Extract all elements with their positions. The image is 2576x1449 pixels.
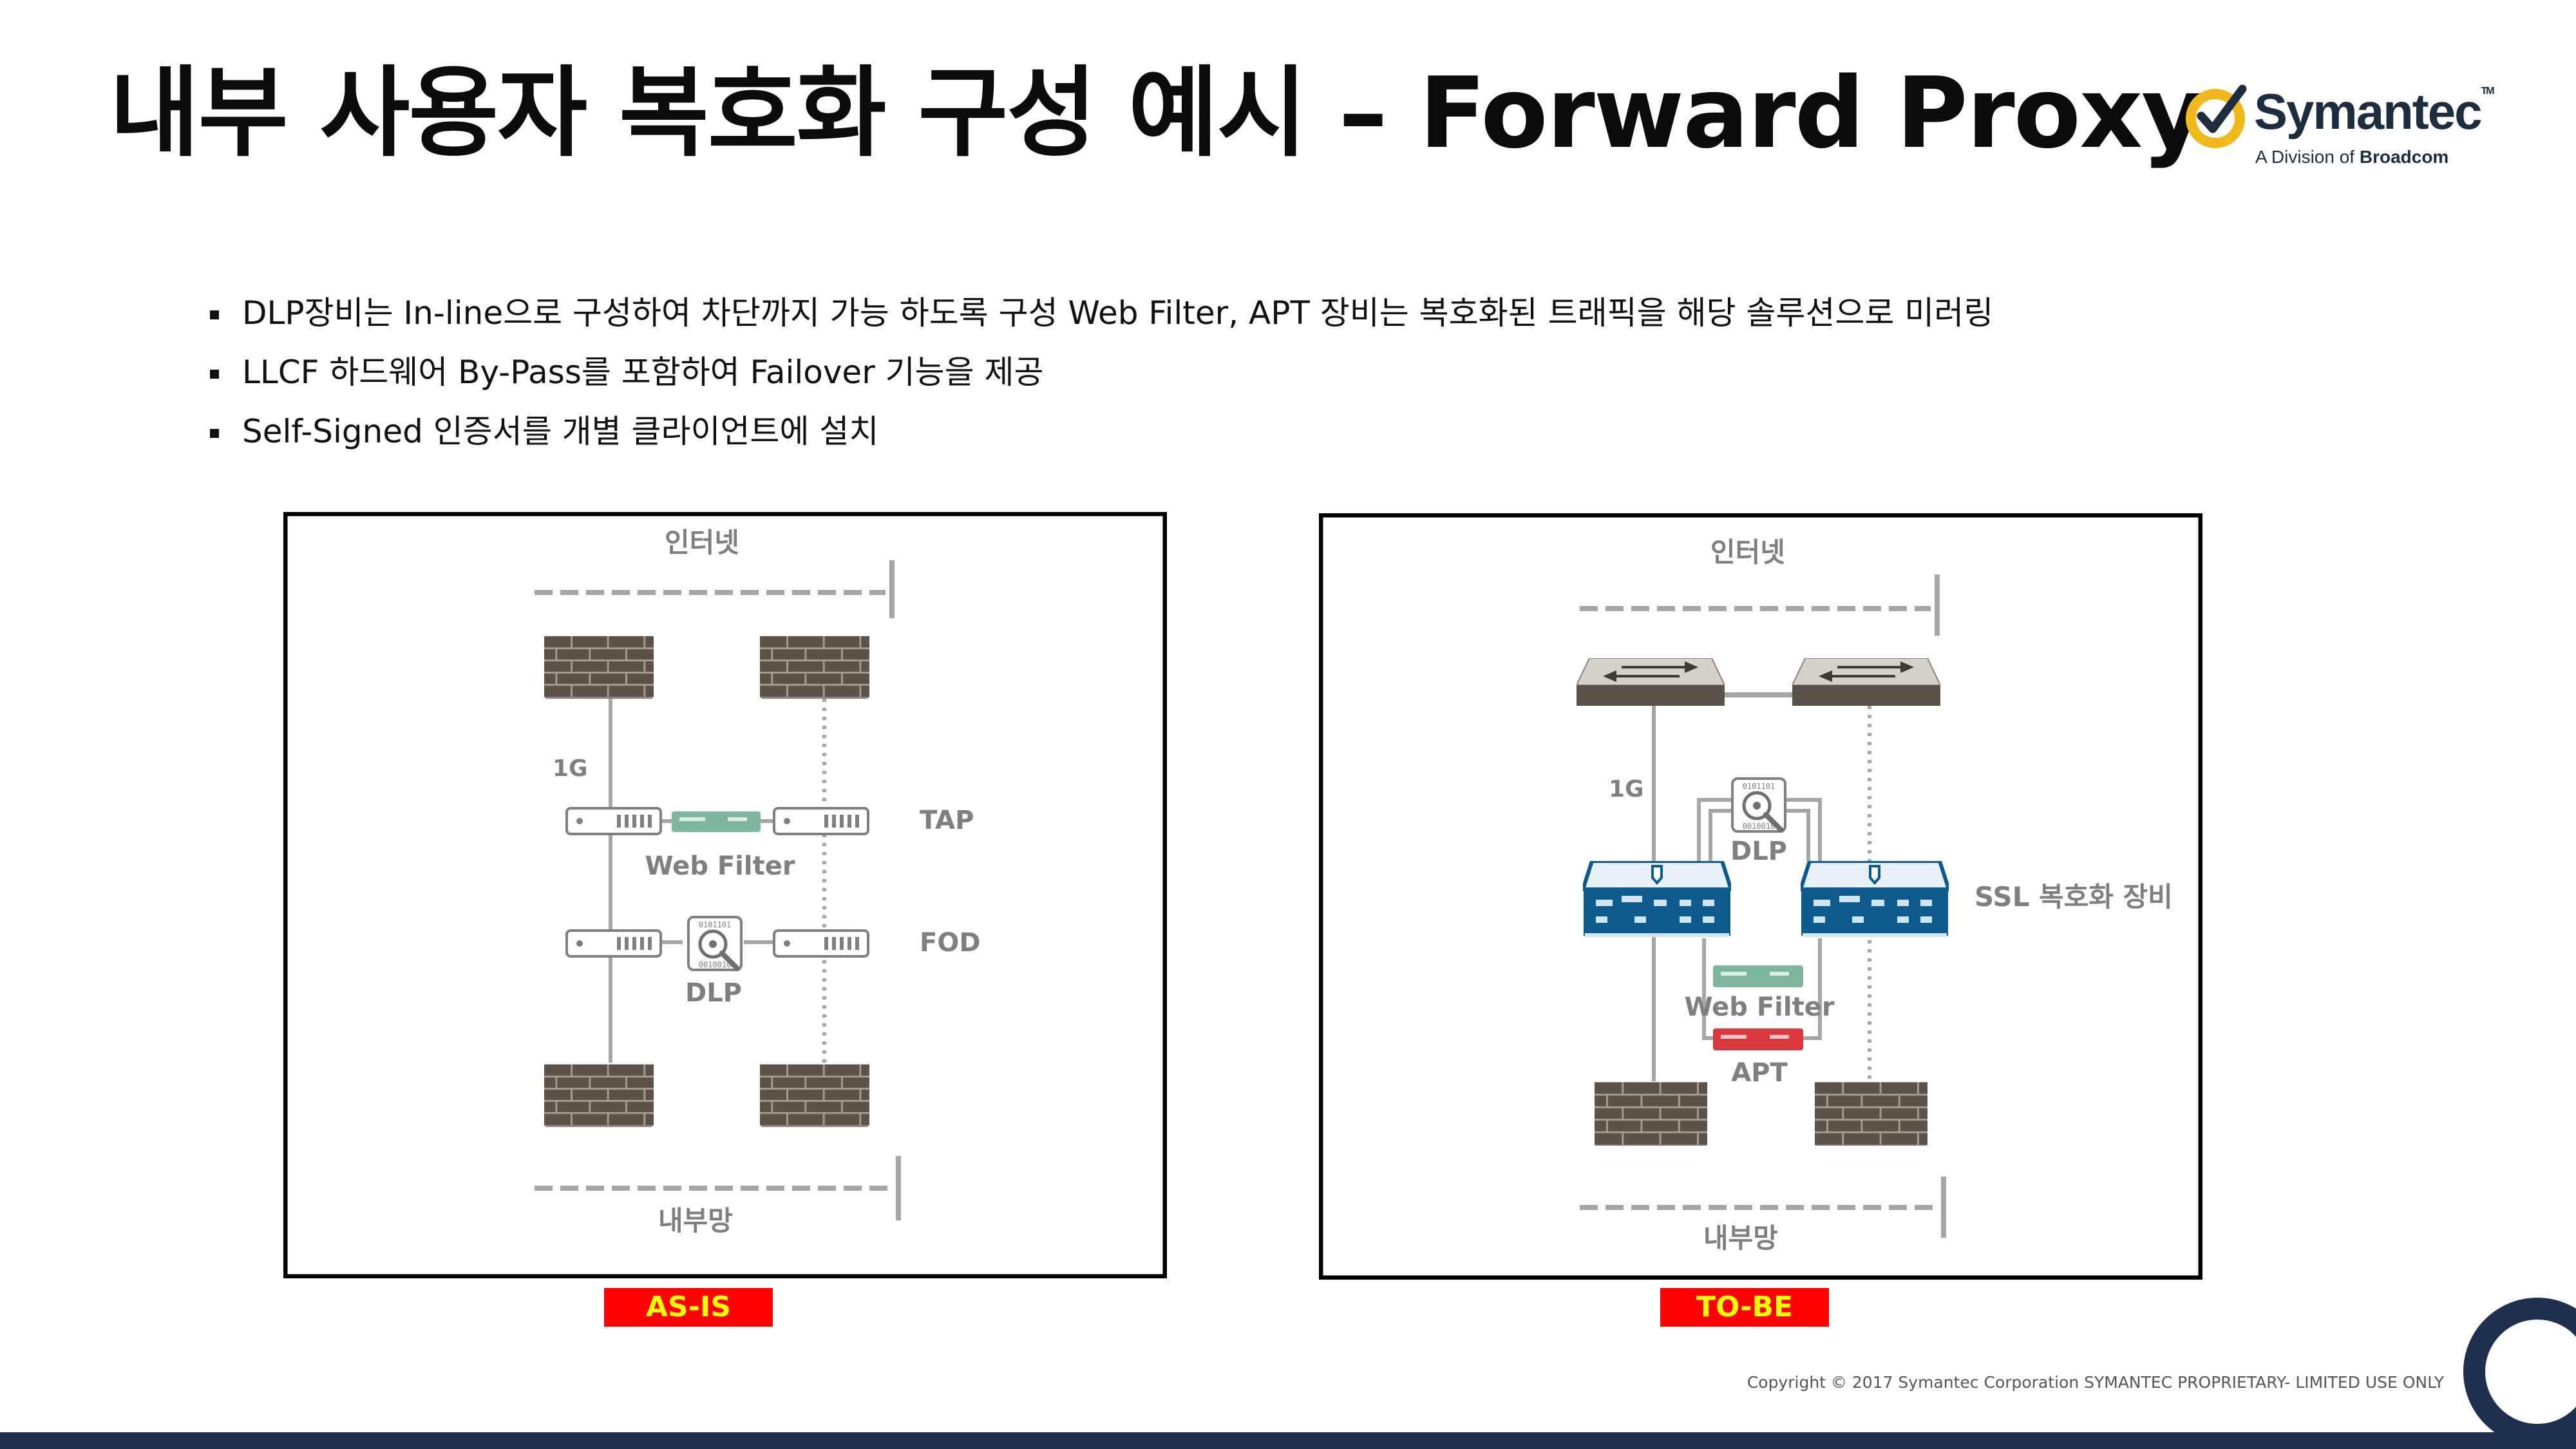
bullet-list: DLP장비는 In-line으로 구성하여 차단까지 가능 하도록 구성 Web… — [206, 293, 2048, 471]
page-title: 내부 사용자 복호화 구성 예시 – Forward Proxy — [109, 56, 2205, 170]
web-filter-device-icon — [1713, 965, 1803, 987]
to-be-diagram: 인터넷 1G DLP SSL 복호화 장비 Web Filter APT 내부망 — [1319, 513, 2202, 1280]
to-be-frame — [1319, 513, 2202, 1280]
symantec-logo: SymantecTM A Division of Broadcom — [2183, 82, 2495, 179]
dlp-label: DLP — [1730, 837, 1787, 866]
ssl-device-label: SSL 복호화 장비 — [1975, 881, 2173, 913]
firewall-icon — [760, 1063, 869, 1127]
bullet-item: LLCF 하드웨어 By-Pass를 포함하여 Failover 기능을 제공 — [206, 352, 2048, 392]
tap-device-icon — [565, 807, 662, 835]
fod-device-icon — [565, 929, 662, 958]
corner-ring-decoration — [2463, 1298, 2576, 1446]
fod-label: FOD — [920, 928, 981, 958]
as-is-diagram: 0101101 0010010 인터넷 1G TAP Web Filter FO… — [283, 512, 1167, 1278]
apt-device-icon — [1713, 1028, 1803, 1050]
switch-icon — [1792, 658, 1940, 706]
logo-subtitle-prefix: A Division of — [2255, 147, 2360, 167]
apt-label: APT — [1731, 1058, 1788, 1088]
dlp-device-icon — [688, 917, 741, 970]
firewall-icon — [1815, 1081, 1927, 1146]
logo-subtitle-brand: Broadcom — [2359, 147, 2449, 167]
logo-wordmark: Symantec — [2254, 83, 2483, 140]
fod-device-icon — [773, 929, 869, 958]
as-is-tag: AS-IS — [604, 1288, 773, 1327]
internet-label: 인터넷 — [1710, 536, 1785, 568]
tap-label: TAP — [920, 806, 974, 835]
footer-bar — [0, 1432, 2576, 1449]
firewall-icon — [760, 635, 869, 699]
as-is-frame — [283, 512, 1167, 1278]
tap-device-icon — [773, 807, 869, 835]
link-speed-label: 1G — [1609, 776, 1644, 802]
dlp-label: DLP — [685, 978, 742, 1008]
bullet-item: DLP장비는 In-line으로 구성하여 차단까지 가능 하도록 구성 Web… — [206, 293, 2048, 333]
to-be-tag: TO-BE — [1660, 1288, 1829, 1327]
firewall-icon — [1595, 1081, 1707, 1146]
ssl-decryption-device-icon — [1801, 861, 1949, 937]
web-filter-label: Web Filter — [1684, 992, 1834, 1022]
logo-trademark: TM — [2481, 86, 2495, 97]
web-filter-label: Web Filter — [645, 851, 795, 881]
switch-icon — [1577, 658, 1725, 706]
ssl-decryption-device-icon — [1583, 861, 1731, 937]
dlp-device-icon — [1732, 779, 1785, 831]
bullet-item: Self-Signed 인증서를 개별 클라이언트에 설치 — [206, 412, 2048, 451]
link-speed-label: 1G — [553, 755, 588, 782]
firewall-icon — [544, 1063, 654, 1127]
web-filter-device-icon — [672, 811, 761, 832]
firewall-icon — [544, 635, 654, 699]
internal-label: 내부망 — [658, 1205, 733, 1236]
internet-label: 인터넷 — [665, 527, 739, 558]
symantec-checkmark-seal-icon — [2186, 84, 2247, 148]
internal-label: 내부망 — [1703, 1222, 1778, 1254]
copyright-notice: Copyright © 2017 Symantec Corporation SY… — [1747, 1373, 2444, 1392]
